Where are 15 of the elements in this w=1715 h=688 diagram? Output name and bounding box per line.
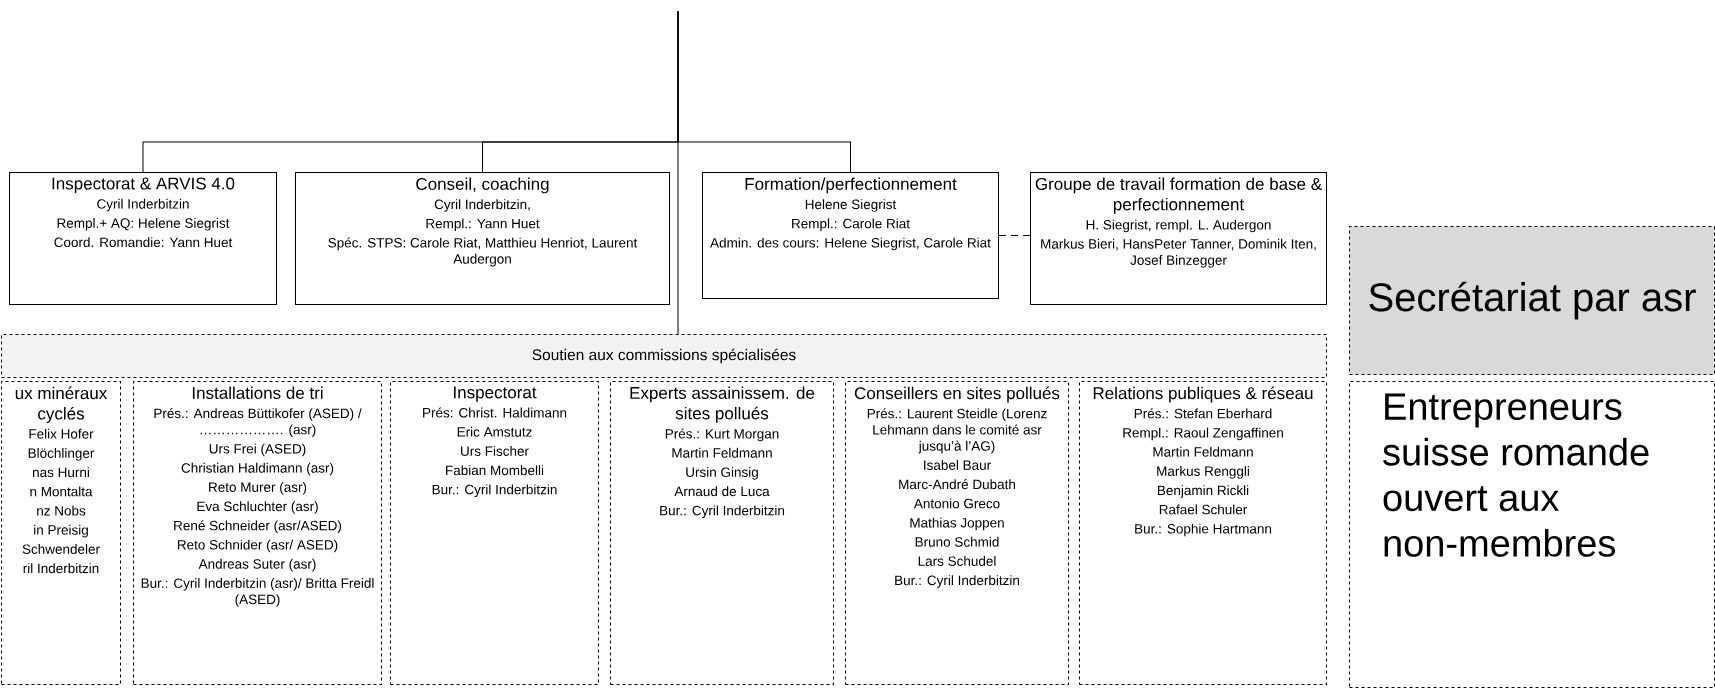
- org-box: Groupe de travail formation de base & perfectionnement H. Siegrist, rempl. L. Audergon Markus Bieri, HansPeter Tanner, Dominik Iten, Josef Binzegger: [1030, 172, 1327, 305]
- org-box: Entrepreneurs suisse romande ouvert aux non-membres: [1349, 381, 1715, 688]
- org-box: Installations de tri Prés.: Andreas Büttikofer (ASED) / ………………. (asr) Urs Frei (ASED) Christian Haldimann (asr) Reto Murer (asr) Eva Schluchter (asr) René Schneider (asr/ASED) Reto Schnider (asr/ ASED) Andreas Suter (asr) Bur.: Cyril Inderbitzin (asr)/ Britta Freidl (ASED): [133, 381, 382, 685]
- connector-line: [998, 235, 1031, 236]
- org-box: Inspectorat Prés: Christ. Haldimann Eric Amstutz Urs Fischer Fabian Mombelli Bur.: Cyril Inderbitzin: [390, 381, 599, 685]
- org-box: ux minéraux cyclés Felix Hofer Blöchlinger nas Hurni n Montalta nz Nobs in Preisig Schwendeler ril Inderbitzin: [1, 381, 121, 685]
- org-box: Inspectorat & ARVIS 4.0 Cyril Inderbitzin Rempl.+ AQ: Helene Siegrist Coord. Romandie: Yann Huet: [9, 172, 277, 305]
- org-box: Relations publiques & réseau Prés.: Stefan Eberhard Rempl.: Raoul Zengaffinen Martin Feldmann Markus Renggli Benjamin Rickli Rafael Schuler Bur.: Sophie Hartmann: [1079, 381, 1327, 685]
- org-box: Conseil, coaching Cyril Inderbitzin, Rempl.: Yann Huet Spéc. STPS: Carole Riat, Matthieu Henriot, Laurent Audergon: [295, 172, 670, 305]
- connector-line: [677, 10, 679, 335]
- header-band: Soutien aux commissions spécialisées: [1, 334, 1327, 378]
- org-box: Conseillers en sites pollués Prés.: Laurent Steidle (Lorenz Lehmann dans le comité asr jusqu’à l’AG) Isabel Baur Marc-André Dubath Antonio Greco Mathias Joppen Bruno Schmid Lars Schudel Bur.: Cyril Inderbitzin: [845, 381, 1069, 685]
- org-box: Experts assainissem. de sites pollués Prés.: Kurt Morgan Martin Feldmann Ursin Ginsig Arnaud de Luca Bur.: Cyril Inderbitzin: [610, 381, 834, 685]
- org-box: Formation/perfectionnement Helene Siegrist Rempl.: Carole Riat Admin. des cours: Helene Siegrist, Carole Riat: [702, 172, 999, 299]
- secretariat-box: Secrétariat par asr: [1349, 226, 1715, 375]
